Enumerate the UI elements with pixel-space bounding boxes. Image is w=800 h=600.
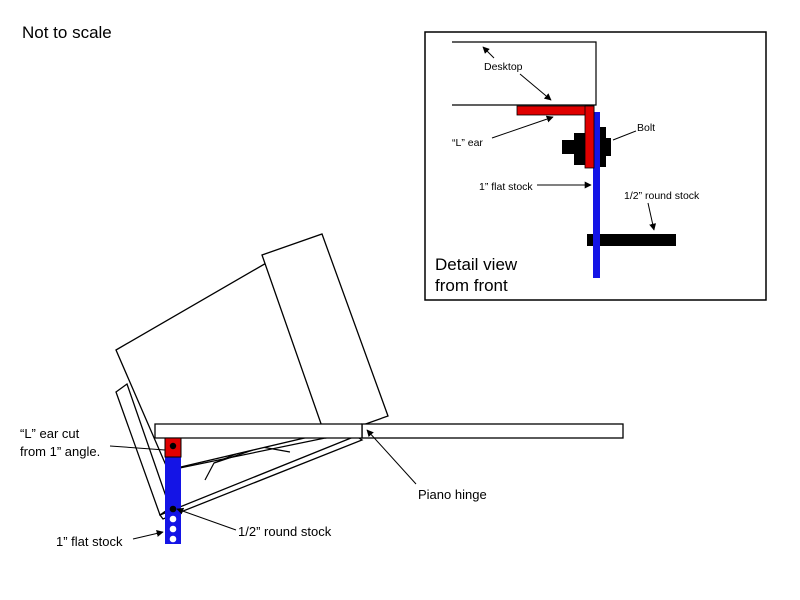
detail-flat-stock [593, 112, 600, 278]
not-to-scale-note: Not to scale [22, 23, 112, 42]
detail-bolt-nut [600, 127, 606, 167]
l-ear-label-line1: “L” ear cut [20, 426, 80, 441]
flat-stock-holes [169, 505, 177, 543]
l-ear-leader [109, 445, 166, 451]
detail-l-ear [516, 105, 595, 169]
detail-bolt-leader [612, 130, 637, 141]
detail-bolt-shank [574, 133, 586, 165]
monitor-tray-base [158, 435, 364, 520]
detail-round-stock-label: 1/2” round stock [624, 190, 700, 202]
detail-flat-stock-label: 1” flat stock [479, 181, 533, 193]
detail-desktop-outline [452, 41, 597, 106]
detail-view-title-line2: from front [435, 276, 508, 295]
piano-hinge-leader [366, 429, 417, 485]
detail-l-ear-leader [491, 115, 554, 139]
flat-stock-hole [169, 535, 177, 543]
round-stock-leader [176, 507, 237, 531]
l-ear-bolt-hole [169, 442, 177, 450]
detail-l-ear-label: “L” ear [452, 137, 483, 149]
flat-stock-bar [165, 454, 181, 544]
flat-stock-leader [132, 530, 164, 540]
flat-stock-hole [169, 505, 177, 513]
detail-l-ear-vertical [584, 105, 595, 169]
piano-hinge-label: Piano hinge [418, 487, 487, 502]
detail-bolt-head [562, 140, 574, 154]
flat-stock-hole [169, 525, 177, 533]
detail-desktop-label: Desktop [484, 61, 523, 73]
detail-l-ear-horizontal [516, 105, 595, 116]
detail-view-inset: Desktop “L” ear Bolt 1” flat stock 1/2” … [424, 31, 767, 301]
desktop-board [154, 423, 624, 439]
round-stock-label: 1/2” round stock [238, 524, 332, 539]
detail-view-title-line1: Detail view [435, 255, 518, 274]
flat-stock-hole [169, 515, 177, 523]
detail-desktop-leader-up [482, 46, 495, 59]
detail-bolt-label: Bolt [637, 122, 655, 134]
monitor-front-bezel [261, 233, 389, 439]
detail-bolt-tip [606, 138, 611, 156]
detail-bolt [562, 127, 611, 167]
detail-desktop-leader-down [519, 73, 552, 101]
l-ear-label-line2: from 1” angle. [20, 444, 100, 459]
main-side-view: “L” ear cut from 1” angle. 1” flat stock… [20, 233, 624, 549]
detail-round-stock-leader [647, 202, 657, 231]
detail-round-stock [587, 234, 676, 246]
flat-stock-label: 1” flat stock [56, 534, 123, 549]
